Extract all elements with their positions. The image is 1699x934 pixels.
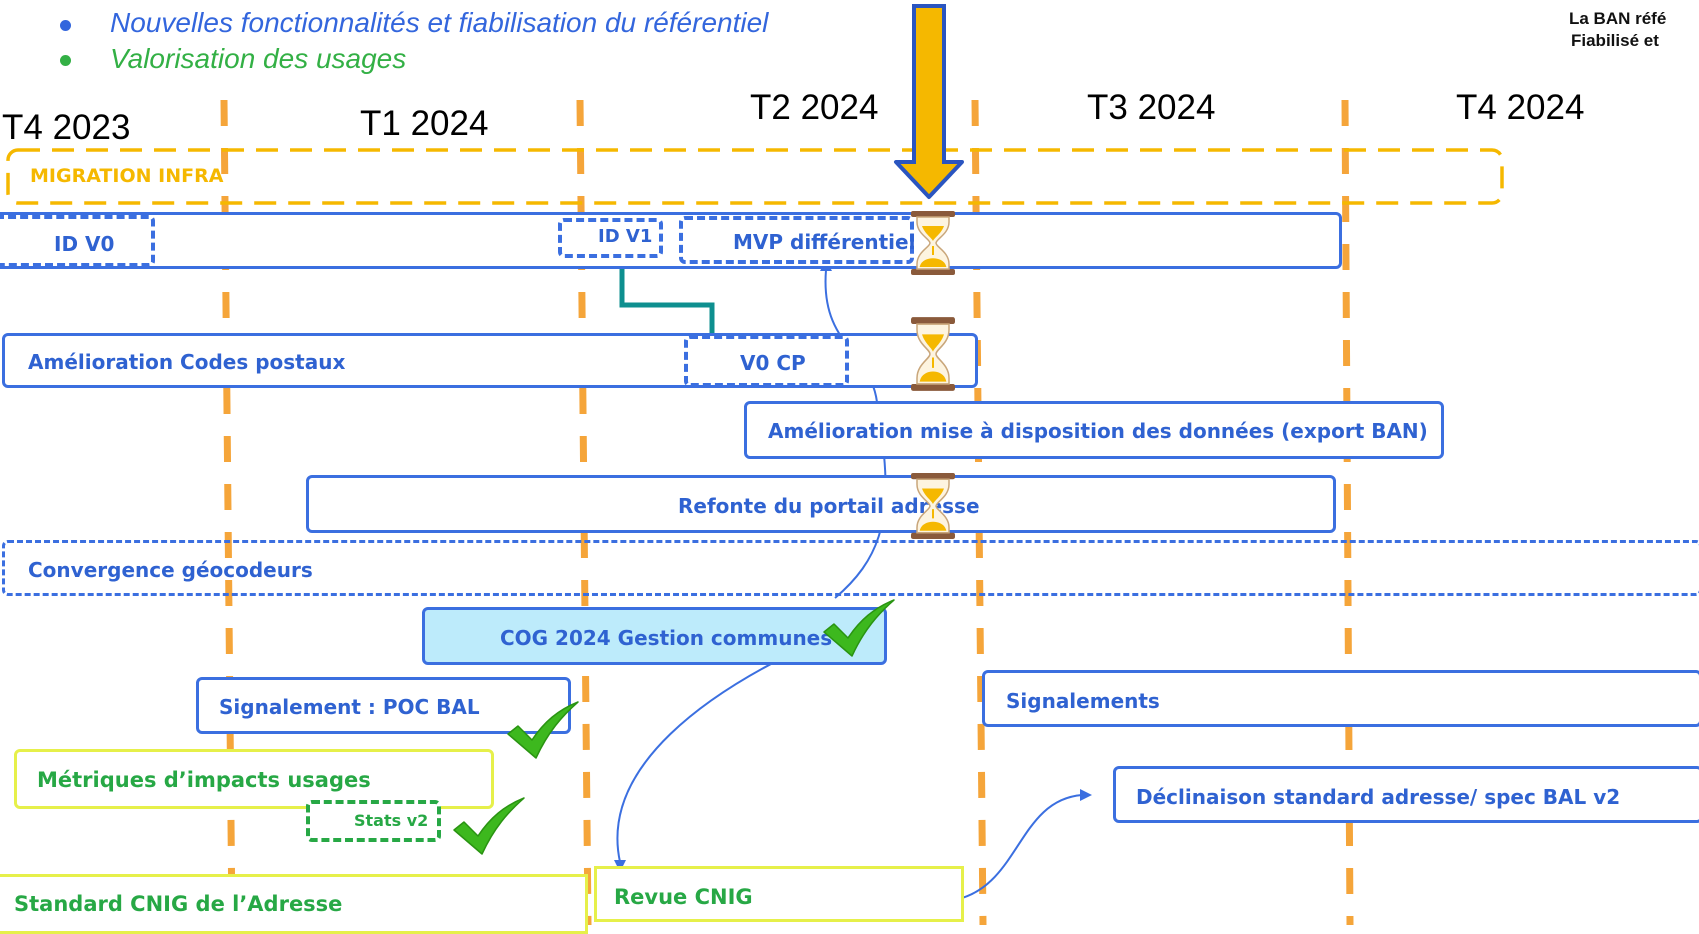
stats-v2-label: Stats v2 — [354, 811, 429, 830]
migration-infra-box — [6, 148, 1504, 205]
v0-cp-box — [684, 335, 849, 387]
checkmark-icon — [453, 797, 525, 855]
quarter-label-t4-2024: T4 2024 — [1456, 88, 1585, 127]
signalements-box — [982, 670, 1699, 727]
bullet-dot-green — [60, 55, 71, 66]
quarter-label-t2-2024: T2 2024 — [750, 88, 879, 127]
portail-box — [306, 475, 1336, 533]
id-v0-box — [0, 215, 155, 267]
id-track-box — [0, 212, 1342, 269]
quarter-label-t1-2024: T1 2024 — [360, 104, 489, 143]
declinaison-box — [1113, 766, 1699, 823]
id-v1-box — [558, 218, 663, 258]
mvp-label: MVP différentiel — [733, 230, 916, 254]
hourglass-icon — [911, 317, 955, 391]
metriques-box — [14, 749, 494, 809]
cog-box — [422, 607, 887, 665]
teal-connector — [619, 268, 715, 352]
cog-label: COG 2024 Gestion communes — [500, 626, 833, 650]
divider-t1-t2 — [576, 99, 592, 926]
v0-cp-label: V0 CP — [740, 351, 806, 375]
bullet-usages: Valorisation des usages — [110, 43, 407, 74]
signalements-label: Signalements — [1006, 689, 1160, 713]
hourglass-icon — [911, 211, 955, 275]
connector-revue-to-declinaison — [961, 794, 1083, 899]
geocodeurs-label: Convergence géocodeurs — [28, 558, 313, 582]
bullet-dot-blue — [60, 20, 71, 31]
bullet-features: Nouvelles fonctionnalités et fiabilisati… — [110, 7, 769, 38]
corner-note-line-1: La BAN réfé — [1569, 9, 1667, 28]
revue-cnig-label: Revue CNIG — [614, 885, 753, 909]
revue-cnig-box — [594, 866, 964, 922]
export-ban-box — [744, 401, 1444, 459]
declinaison-label: Déclinaison standard adresse/ spec BAL v… — [1136, 785, 1621, 809]
current-date-arrow — [894, 4, 964, 199]
poc-bal-box — [196, 677, 571, 734]
hourglass-icon — [911, 473, 955, 539]
codes-postaux-label: Amélioration Codes postaux — [28, 350, 346, 374]
checkmark-icon — [507, 701, 579, 759]
codes-postaux-box — [2, 333, 978, 388]
divider-t2-t3 — [971, 99, 987, 926]
poc-bal-label: Signalement : POC BAL — [219, 695, 480, 719]
id-v0-label: ID V0 — [54, 232, 115, 256]
quarter-label-t3-2024: T3 2024 — [1087, 88, 1216, 127]
standard-cnig-label: Standard CNIG de l’Adresse — [14, 892, 343, 916]
geocodeurs-box — [2, 540, 1699, 596]
arrowhead-declinaison — [1080, 789, 1092, 801]
id-v1-label: ID V1 — [598, 226, 653, 247]
metriques-label: Métriques d’impacts usages — [37, 768, 371, 792]
checkmark-icon — [823, 599, 895, 657]
mvp-box — [679, 216, 914, 264]
migration-infra-label: MIGRATION INFRA — [30, 165, 224, 187]
export-ban-label: Amélioration mise à disposition des donn… — [768, 419, 1428, 443]
quarter-label-t4-2023: T4 2023 — [2, 108, 131, 147]
corner-note-line-2: Fiabilisé et — [1571, 31, 1659, 50]
stats-v2-box — [306, 800, 441, 842]
corner-note: La BAN réfé Fiabilisé et — [1569, 8, 1666, 52]
